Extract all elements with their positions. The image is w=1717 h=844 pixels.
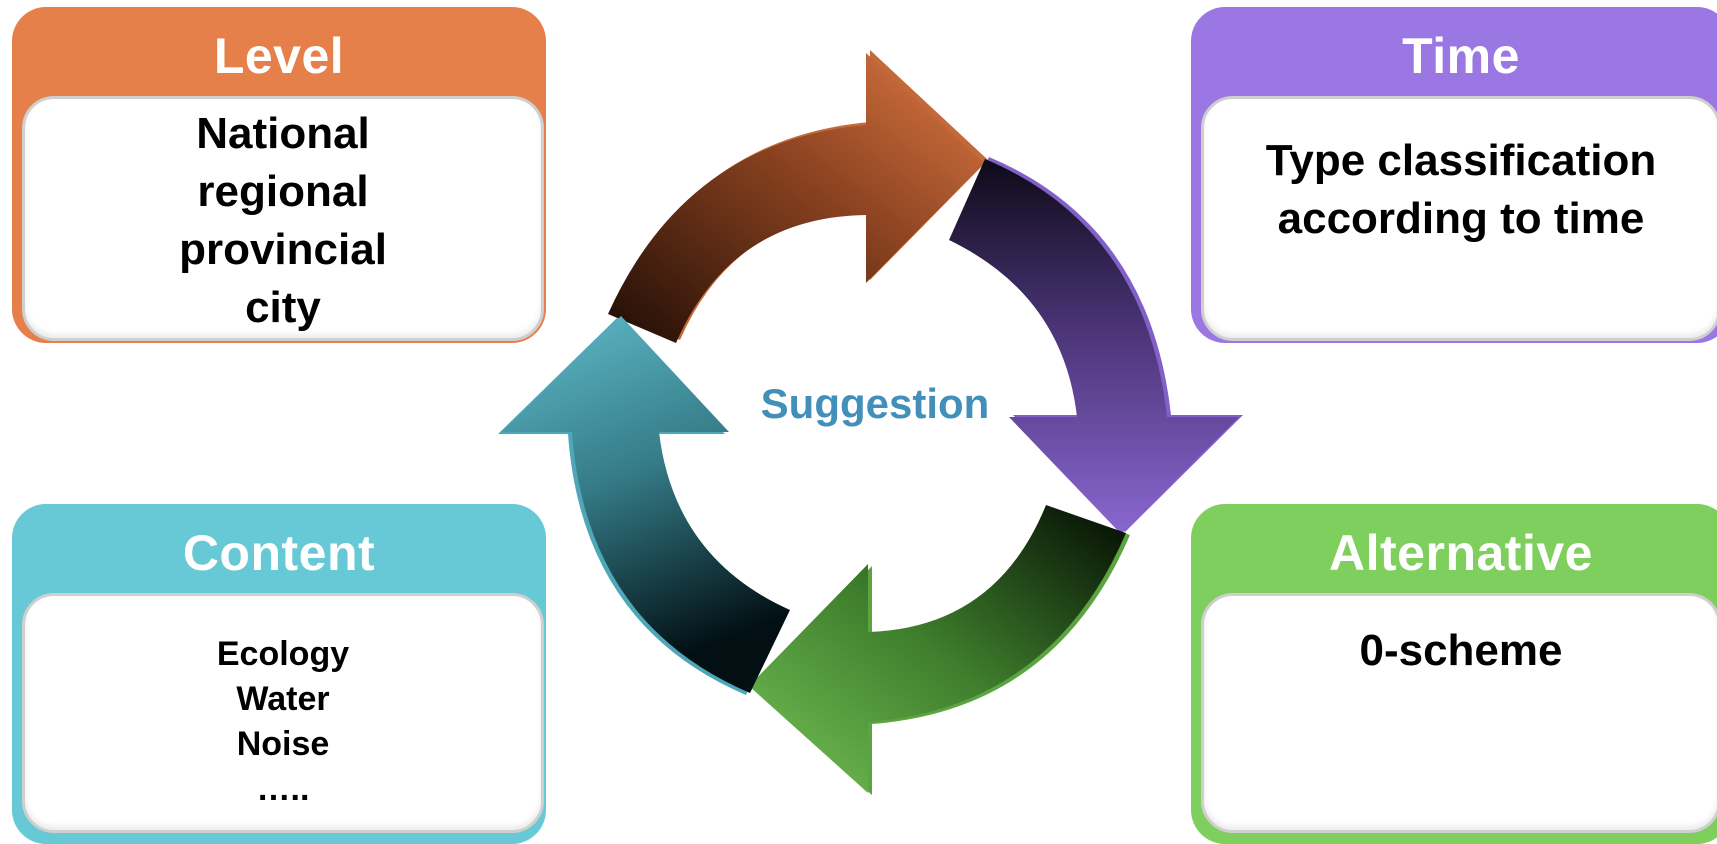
- purple-cycle-arrow-icon: [949, 157, 1243, 534]
- time-line: Type classification: [1265, 136, 1657, 185]
- alternative-card-body: 0-scheme: [1201, 593, 1717, 833]
- level-card-body: National regional provincial city: [22, 96, 544, 341]
- content-line: Ecology: [216, 635, 350, 673]
- time-card: Time Type classification according to ti…: [1191, 7, 1717, 343]
- content-line: …..: [256, 770, 310, 808]
- content-card-title: Content: [182, 525, 376, 581]
- level-line: National: [196, 109, 370, 158]
- level-line: provincial: [179, 225, 387, 274]
- content-card: Content Ecology Water Noise …..: [12, 504, 546, 844]
- level-line: regional: [197, 167, 369, 216]
- level-card-title: Level: [213, 28, 345, 84]
- time-line: according to time: [1277, 194, 1645, 243]
- cyan-cycle-arrow-icon: [498, 316, 790, 695]
- content-card-body: Ecology Water Noise …..: [22, 593, 544, 833]
- content-line: Water: [236, 680, 330, 718]
- level-line: city: [245, 283, 321, 332]
- level-card: Level National regional provincial city: [12, 7, 546, 343]
- time-card-title: Time: [1402, 28, 1520, 84]
- orange-cycle-arrow-icon: [608, 50, 988, 343]
- center-label: Suggestion: [760, 380, 990, 427]
- alternative-card-title: Alternative: [1329, 525, 1593, 581]
- green-cycle-arrow-icon: [749, 505, 1130, 795]
- alternative-card: Alternative 0-scheme: [1191, 504, 1717, 844]
- alternative-line: 0-scheme: [1359, 626, 1563, 675]
- time-card-body: Type classification according to time: [1201, 96, 1717, 341]
- content-line: Noise: [236, 725, 330, 763]
